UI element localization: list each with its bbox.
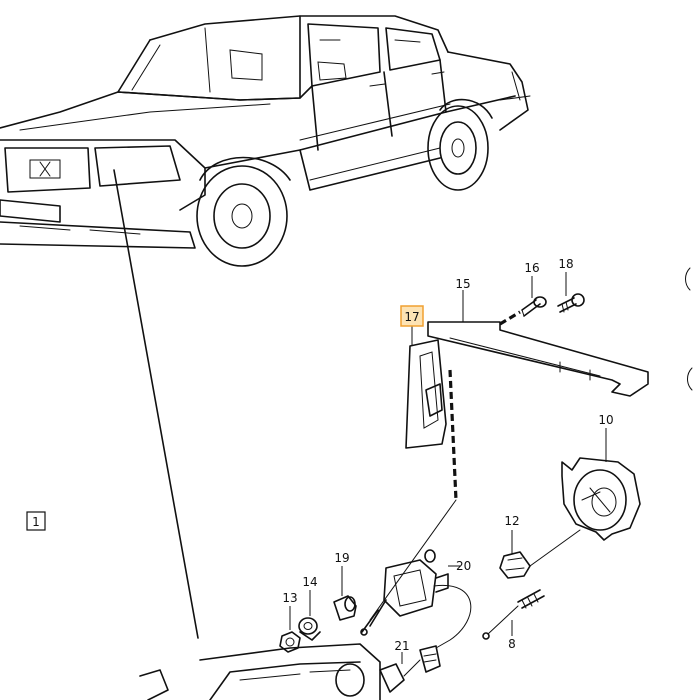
part-12-label: 12 bbox=[504, 514, 519, 528]
part-18-bolt[interactable]: 18 bbox=[557, 257, 585, 313]
part-8-label: 8 bbox=[508, 637, 516, 651]
assembly-line-lower bbox=[369, 499, 457, 621]
part-21-label: 21 bbox=[394, 639, 409, 653]
part-10-label: 10 bbox=[598, 413, 613, 427]
page-edge-mark bbox=[685, 267, 691, 291]
part-16-label: 16 bbox=[524, 261, 539, 275]
part-19-bushing[interactable]: 19 bbox=[333, 551, 357, 621]
part-15-label: 15 bbox=[455, 277, 470, 291]
part-20-motor-bracket[interactable]: 20 bbox=[360, 549, 471, 636]
part-16-screw[interactable]: 16 bbox=[499, 261, 547, 326]
assembly-line bbox=[448, 369, 458, 501]
car-illustration bbox=[0, 15, 531, 639]
part-17-wiper-arm[interactable]: 17 bbox=[400, 305, 447, 449]
part-14-label: 14 bbox=[302, 575, 317, 589]
part-8-spindle[interactable]: 8 bbox=[482, 589, 545, 651]
part-13-nut[interactable]: 13 bbox=[279, 591, 301, 653]
part-20-label: 20 bbox=[456, 559, 471, 573]
part-10-headlamp-ring[interactable]: 10 bbox=[561, 413, 641, 541]
part-19-label: 19 bbox=[334, 551, 349, 565]
reference-box-label: 1 bbox=[32, 515, 40, 529]
wiper-motor-housing[interactable] bbox=[139, 643, 381, 700]
reference-box-1: 1 bbox=[26, 511, 46, 531]
part-21-cable-connector[interactable]: 21 bbox=[379, 584, 472, 693]
part-15-bracket[interactable]: 15 bbox=[427, 277, 649, 397]
part-17-highlight bbox=[400, 305, 424, 327]
part-17-label: 17 bbox=[404, 310, 419, 324]
part-14-washer[interactable]: 14 bbox=[298, 575, 321, 641]
part-12-connector[interactable]: 12 bbox=[499, 514, 581, 579]
part-13-label: 13 bbox=[282, 591, 297, 605]
part-18-label: 18 bbox=[558, 257, 573, 271]
page-edge-mark bbox=[687, 367, 693, 391]
